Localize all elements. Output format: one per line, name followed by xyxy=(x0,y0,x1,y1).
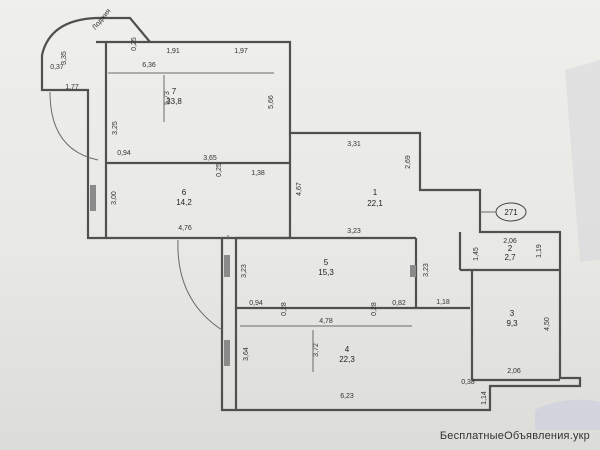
dim-label: 6,36 xyxy=(142,62,156,69)
room-7-number: 7 xyxy=(172,87,177,96)
dim-label: 1,91 xyxy=(166,48,180,55)
dim-label: 0,28 xyxy=(371,302,378,316)
dim-label: 3,23 xyxy=(241,264,248,278)
room-6-number: 6 xyxy=(182,188,187,197)
dim-label: 1,18 xyxy=(436,299,450,306)
room-7-area: 33,8 xyxy=(166,97,182,106)
window-mark xyxy=(224,340,230,366)
dim-label: 2,69 xyxy=(405,155,412,169)
dim-label: 1,97 xyxy=(234,48,248,55)
dim-label: 3,35 xyxy=(61,51,68,65)
dim-label: 0,25 xyxy=(216,163,223,177)
stamp-fragment xyxy=(535,399,600,430)
watermark: БесплатныеОбъявления.укр xyxy=(439,430,590,442)
dim-label: 4,67 xyxy=(296,182,303,196)
dim-label: 3,23 xyxy=(423,263,430,277)
bay-arc xyxy=(177,239,223,331)
dim-label: 4,76 xyxy=(178,225,192,232)
dim-label: 4,50 xyxy=(544,317,551,331)
balcony-inner-arc xyxy=(49,91,99,161)
dim-label: 3,64 xyxy=(243,347,250,361)
dim-label: 3,23 xyxy=(347,228,361,235)
balcony-label: Лоджия xyxy=(91,8,112,32)
dim-label: 0,38 xyxy=(461,379,475,386)
dim-label: 0,94 xyxy=(117,150,131,157)
dim-label: 0,25 xyxy=(131,37,138,51)
outer-wall xyxy=(40,40,582,412)
room-3-number: 3 xyxy=(510,309,515,318)
balcony-outline xyxy=(40,16,151,56)
dim-label: 1,77 xyxy=(65,84,79,91)
room-1-number: 1 xyxy=(373,188,378,197)
room-4-number: 4 xyxy=(345,345,350,354)
window-mark xyxy=(224,255,230,277)
dim-label: 3,25 xyxy=(112,121,119,135)
dim-label: 0,82 xyxy=(392,300,406,307)
dim-label: 1,19 xyxy=(536,244,543,258)
dim-label: 1,45 xyxy=(473,247,480,261)
dim-label: 2,06 xyxy=(503,238,517,245)
dim-label: 0,28 xyxy=(281,302,288,316)
dim-label: 3,72 xyxy=(313,343,320,357)
room-2-area: 2,7 xyxy=(504,253,516,262)
dim-label: 3,65 xyxy=(203,155,217,162)
room-6-area: 14,2 xyxy=(176,198,192,207)
dim-label: 3,31 xyxy=(347,141,361,148)
room-4-area: 22,3 xyxy=(339,355,355,364)
apartment-number: 271 xyxy=(504,208,518,217)
dim-label: 0,94 xyxy=(249,300,263,307)
window-mark xyxy=(410,265,416,277)
room-2-number: 2 xyxy=(508,244,513,253)
dim-label: 0,37 xyxy=(50,64,64,71)
dim-label: 3,00 xyxy=(111,191,118,205)
dim-label: 1,38 xyxy=(251,170,265,177)
dim-label: 1,14 xyxy=(481,391,488,405)
room-3-area: 9,3 xyxy=(506,319,518,328)
room-1-area: 22,1 xyxy=(367,199,383,208)
room-5-area: 15,3 xyxy=(318,268,334,277)
dim-label: 4,78 xyxy=(319,318,333,325)
paper-edge-mark xyxy=(565,60,600,262)
window-mark xyxy=(90,185,96,211)
dim-label: 6,23 xyxy=(340,393,354,400)
room-5-number: 5 xyxy=(324,258,329,267)
dim-label: 5,73 xyxy=(164,91,171,105)
dim-label: 2,06 xyxy=(507,368,521,375)
dim-label: 5,66 xyxy=(268,95,275,109)
